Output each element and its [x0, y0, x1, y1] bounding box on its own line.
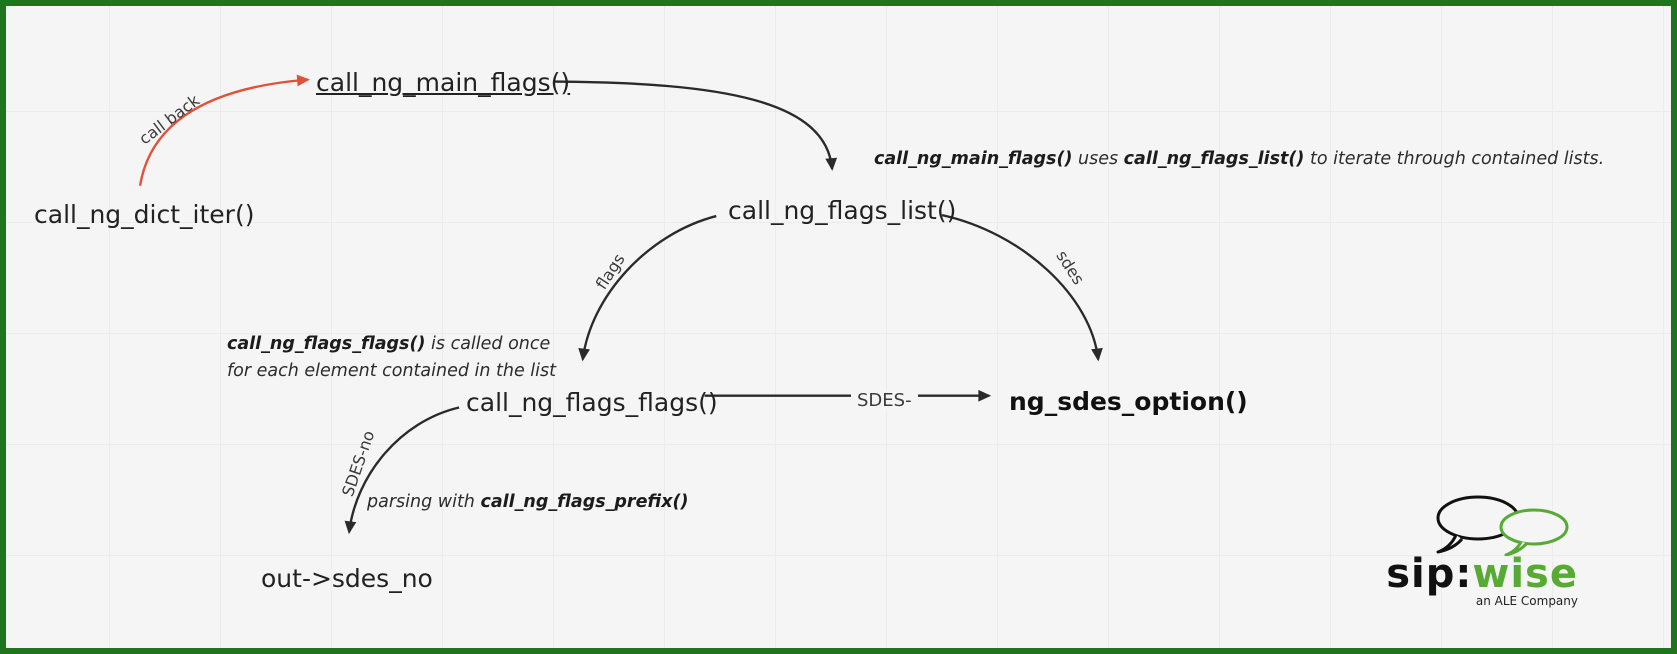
annotation-parsing-with-prefix: parsing with call_ng_flags_prefix() [367, 489, 689, 516]
annotation-text: uses [1072, 149, 1124, 169]
node-call-ng-dict-iter: call_ng_dict_iter() [34, 200, 255, 229]
brand-wise: wise [1472, 551, 1578, 597]
node-ng-sdes-option: ng_sdes_option() [1009, 387, 1248, 416]
node-call-ng-flags-flags: call_ng_flags_flags() [466, 388, 718, 417]
annotation-text: parsing with [367, 492, 481, 512]
edge-label-flags: flags [591, 250, 629, 293]
annotation-text: for each element contained in the list [227, 361, 557, 381]
node-out-sdes-no: out->sdes_no [261, 564, 433, 593]
sipwise-wordmark: sip:wise [1378, 554, 1578, 594]
logo-subtitle: an ALE Company [1475, 594, 1578, 608]
node-call-ng-main-flags: call_ng_main_flags() [316, 68, 571, 97]
annotation-text: is called once [425, 334, 551, 354]
sipwise-logo: sip:wise an ALE Company [1378, 494, 1578, 608]
node-call-ng-flags-list: call_ng_flags_list() [728, 196, 957, 225]
annotation-bold-flags-list: call_ng_flags_list() [1123, 149, 1305, 169]
brand-sip: sip: [1386, 551, 1473, 597]
edge-flagslist-to-sdesoption [941, 213, 1103, 362]
annotation-bold-flags-prefix: call_ng_flags_prefix() [480, 492, 689, 512]
edge-label-call-back: call back [135, 90, 204, 149]
edge-label-sdes: sdes [1052, 246, 1089, 289]
edge-mainflags-to-flagslist [553, 80, 838, 171]
edge-label-sdes-dash: SDES- [851, 390, 918, 411]
speech-bubbles-icon [1436, 495, 1569, 556]
annotation-bold-main-flags: call_ng_main_flags() [874, 149, 1073, 169]
annotation-main-flags-uses: call_ng_main_flags() uses call_ng_flags_… [874, 146, 1604, 173]
annotation-flags-flags-called-once: call_ng_flags_flags() is called once for … [227, 331, 556, 385]
annotation-text: to iterate through contained lists. [1304, 149, 1605, 169]
annotation-bold-flags-flags: call_ng_flags_flags() [227, 334, 426, 354]
